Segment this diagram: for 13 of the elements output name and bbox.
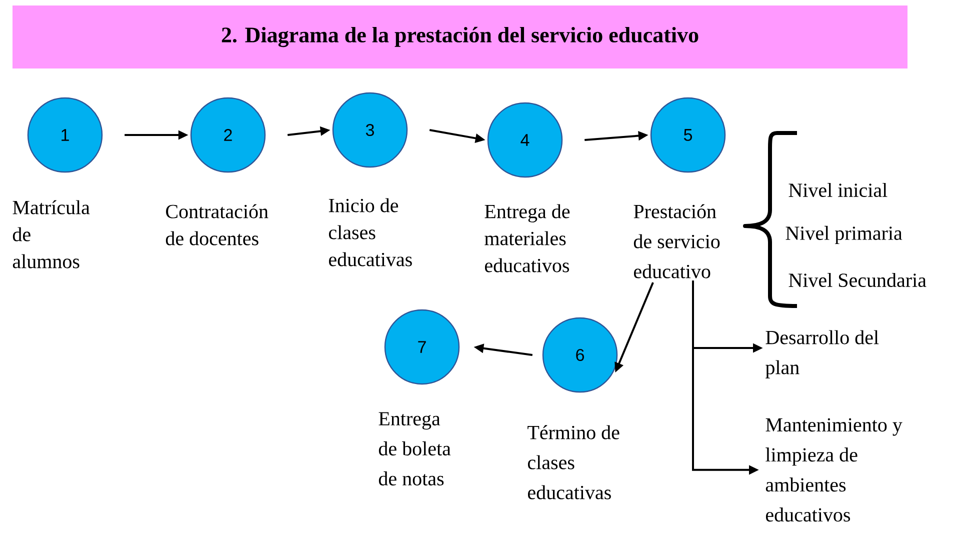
step-text: Prestación de servicio educativo: [634, 204, 720, 278]
step-caption: Entrega de materiales educativos: [484, 204, 570, 272]
level-label: Nivel inicial: [788, 182, 888, 198]
step-caption: Término de clases educativas: [528, 425, 620, 500]
step-text: Desarrollo del plan: [766, 330, 879, 378]
step-caption: Matrícula de alumnos: [12, 200, 90, 268]
step-text: Mantenimiento y limpieza de ambientes educativos: [766, 418, 902, 522]
step-caption: Entrega de boleta de notas: [378, 412, 451, 486]
step-caption: Inicio de clases educativas: [328, 198, 412, 266]
level-label: Nivel primaria: [786, 226, 902, 244]
step-caption: Contratación de docentes: [166, 204, 268, 246]
title-band: 2. Diagrama de la prestación del servicio educativo: [12, 6, 908, 68]
level-label: Nivel Secundaria: [788, 272, 926, 288]
